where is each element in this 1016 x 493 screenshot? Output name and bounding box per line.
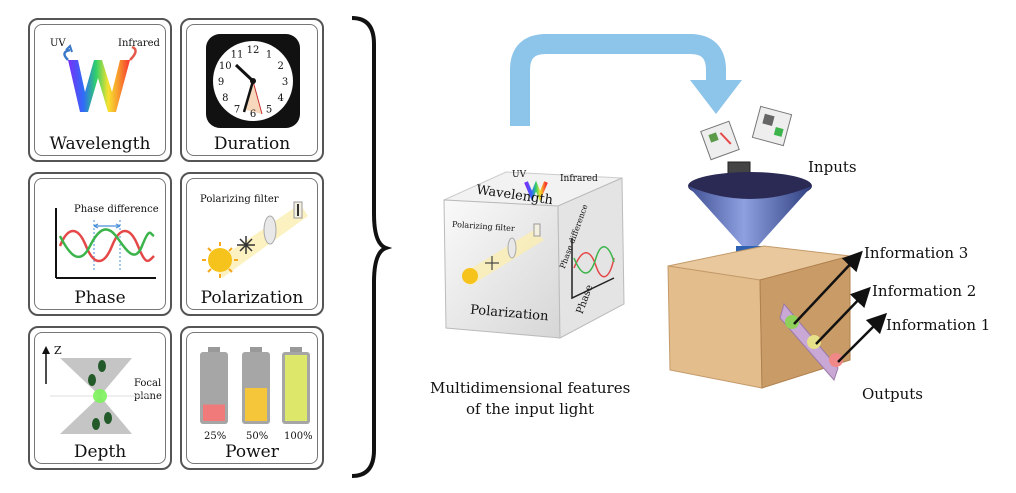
- info2-label: Information 2: [872, 282, 977, 300]
- info3-label: Information 3: [864, 244, 969, 262]
- light-rays-icon: [237, 236, 255, 254]
- clock-number: 9: [218, 77, 224, 88]
- caption-line-2: of the input light: [466, 400, 595, 418]
- panel-polarization: Polarizing filter Polarization: [180, 172, 324, 316]
- filter-disc-icon: [263, 215, 277, 245]
- output-arrows-icon: [793, 250, 888, 363]
- output-orb-yellow: [807, 335, 821, 349]
- output-orb-green: [785, 315, 799, 329]
- cube-uv-label: UV: [512, 170, 527, 180]
- inputs-label: Inputs: [808, 158, 857, 176]
- caption-line-1: Multidimensional features: [430, 379, 631, 397]
- clock-number: 7: [234, 105, 240, 116]
- clock-number: 3: [282, 77, 288, 88]
- uv-label: UV: [50, 38, 66, 49]
- outputs-label: Outputs: [862, 385, 923, 403]
- panel-title-depth: Depth: [73, 442, 127, 462]
- clock-number: 8: [222, 93, 228, 104]
- input-cubes-icon: [700, 105, 793, 181]
- phase-difference-label: Phase difference: [74, 204, 159, 215]
- flow-arrow-icon: [510, 34, 742, 126]
- clock-number: 11: [231, 49, 244, 60]
- panel-phase: Phase difference Phase: [28, 172, 172, 316]
- sun-icon: [208, 248, 232, 272]
- clock-number: 6: [250, 109, 256, 120]
- curly-brace: [351, 16, 393, 478]
- panel-wavelength: UV Infrared Wavelength: [28, 18, 172, 162]
- info1-label: Information 1: [886, 316, 991, 334]
- uv-arrow-icon: [63, 48, 71, 61]
- panel-title-phase: Phase: [74, 288, 126, 308]
- panel-title-duration: Duration: [213, 134, 291, 154]
- polarizing-filter-label: Polarizing filter: [200, 194, 279, 205]
- polarization-scene-icon: [202, 201, 308, 278]
- clock-number: 5: [266, 105, 272, 116]
- battery-fill: [285, 355, 307, 421]
- feature-cube-icon: [443, 171, 625, 339]
- clock-number: 10: [219, 61, 232, 72]
- panel-depth: Z Focal plane Depth: [28, 326, 172, 470]
- panel-title-polarization: Polarization: [200, 288, 304, 308]
- cube-infrared-label: Infrared: [560, 174, 598, 184]
- focal-label-1: Focal: [134, 378, 162, 389]
- clock-number: 4: [278, 93, 284, 104]
- infrared-label: Infrared: [118, 38, 160, 49]
- battery-label-25: 25%: [204, 431, 227, 442]
- depth-focus-icon: [42, 346, 150, 434]
- infrared-arrow-icon: [129, 45, 137, 61]
- wavelength-w-icon: [63, 44, 137, 112]
- clock-number: 2: [278, 61, 284, 72]
- phase-waves-icon: [55, 208, 156, 279]
- battery-fill: [245, 388, 267, 421]
- z-axis-label: Z: [54, 344, 62, 357]
- battery-label-100: 100%: [284, 431, 313, 442]
- processor-box-icon: [667, 245, 851, 389]
- battery-fill: [203, 404, 225, 421]
- panel-power: 25% 50% 100% Power: [180, 326, 324, 470]
- panel-title-wavelength: Wavelength: [49, 134, 151, 154]
- clock-number: 12: [247, 45, 260, 56]
- battery-label-50: 50%: [246, 431, 269, 442]
- clock-number: 1: [266, 49, 272, 60]
- battery-group: [200, 347, 310, 424]
- output-orb-red: [829, 353, 843, 367]
- panel-title-power: Power: [225, 442, 279, 462]
